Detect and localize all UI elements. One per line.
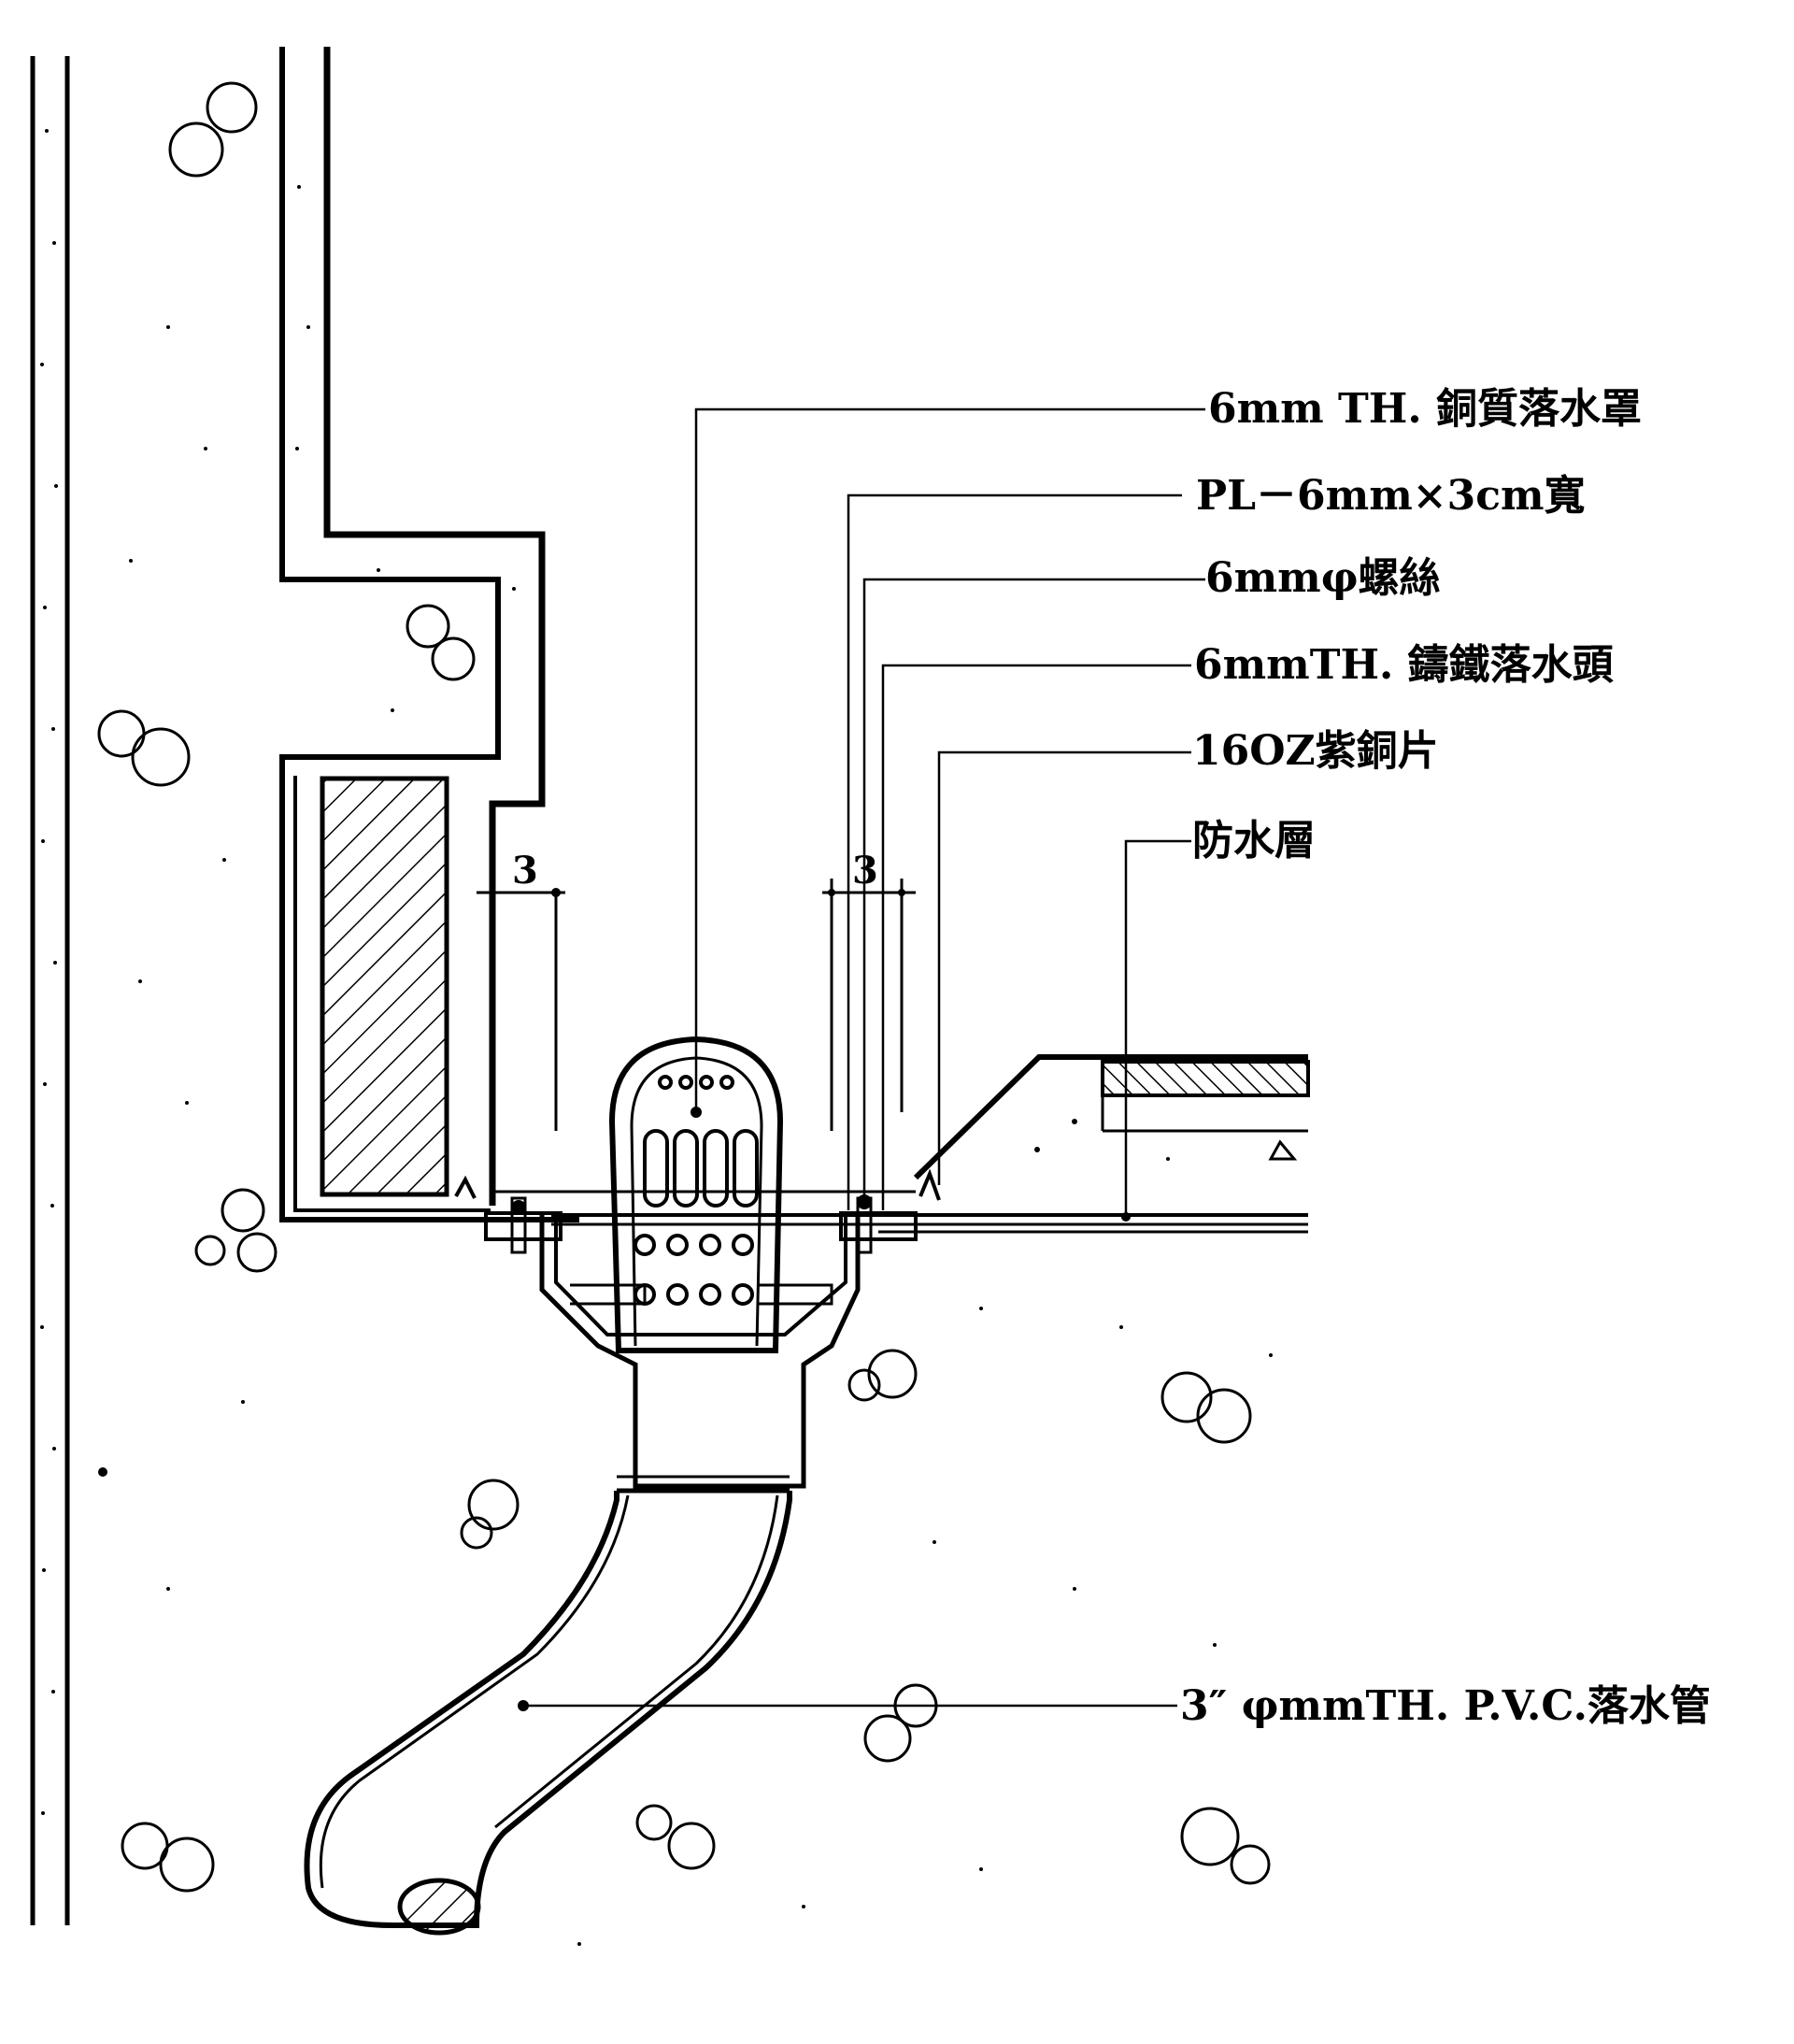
strainer-holes	[634, 1075, 754, 1306]
pvc-drain-pipe	[304, 1475, 792, 1936]
wood-nailer	[320, 776, 449, 1197]
label-screw: 6mmφ螺絲	[1205, 554, 1441, 602]
label-plate: PL－6mm×3cm寬	[1196, 472, 1586, 520]
waterproof-membrane	[454, 1168, 1308, 1234]
dimension-left: 3	[477, 849, 565, 1131]
parapet-outline	[279, 47, 579, 1222]
bolt-left	[510, 1196, 527, 1254]
dimension-left-value: 3	[512, 849, 538, 893]
roof-slab	[913, 1054, 1310, 1180]
concrete-speckles	[40, 129, 1273, 1946]
label-copper-strainer: 6mm TH. 銅質落水罩	[1208, 385, 1642, 433]
leader-lines	[523, 407, 1205, 1708]
outer-wall	[30, 56, 70, 1925]
pipe-section-cut	[397, 1878, 481, 1936]
strainer-slots	[643, 1129, 759, 1208]
label-waterproof-layer: 防水層	[1192, 817, 1316, 865]
label-cast-iron-head: 6mmTH. 鑄鐵落水頭	[1194, 641, 1615, 689]
dimension-right: 3	[822, 849, 916, 1131]
slab-insulation	[1101, 1060, 1310, 1097]
label-copper-sheet: 16OZ紫銅片	[1192, 727, 1439, 775]
label-pvc-pipe: 3″ φmmTH. P.V.C.落水管	[1180, 1682, 1711, 1730]
concrete-aggregate	[97, 81, 1271, 1893]
